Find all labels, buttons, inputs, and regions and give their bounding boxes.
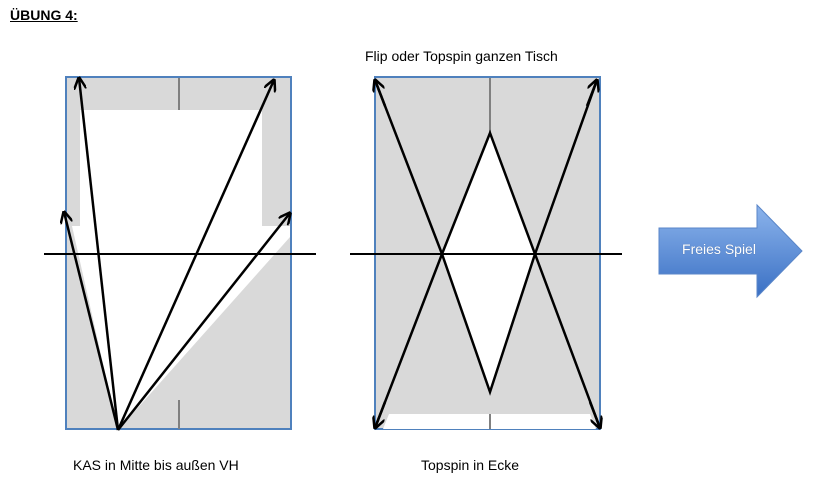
corner-arrow-bottom-left xyxy=(375,401,387,428)
caption-kas: KAS in Mitte bis außen VH xyxy=(73,457,239,473)
exercise-heading: ÜBUNG 4: xyxy=(10,7,78,23)
table-left-cleared-area xyxy=(72,110,290,430)
table-left xyxy=(44,76,316,431)
corner-arrow-top-right xyxy=(585,80,597,107)
zigzag-path-lower xyxy=(373,250,602,429)
caption-topspin-corner: Topspin in Ecke xyxy=(421,457,520,473)
zigzag-path xyxy=(373,79,599,258)
next-step-arrow-shape xyxy=(658,203,803,299)
shot-arrow-left-1 xyxy=(64,212,120,431)
shot-arrow-left-4 xyxy=(117,213,290,431)
corner-arrow-top-left xyxy=(375,80,387,107)
shot-arrow-left-3 xyxy=(116,80,274,431)
corner-arrow-bottom-right xyxy=(588,401,600,428)
table-right xyxy=(350,76,622,429)
shot-arrow-left-2 xyxy=(79,78,120,431)
next-step-arrow xyxy=(658,203,803,299)
next-step-arrow-label: Freies Spiel xyxy=(682,241,756,257)
caption-flip-topspin: Flip oder Topspin ganzen Tisch xyxy=(365,48,558,64)
